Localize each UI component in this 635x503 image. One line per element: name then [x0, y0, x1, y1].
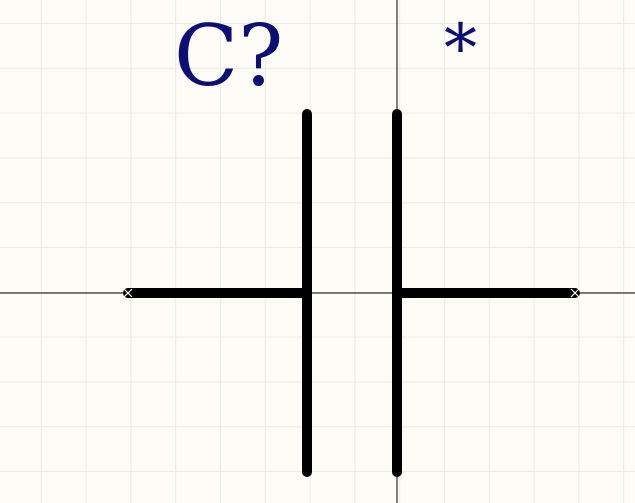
capacitor-symbol[interactable] [123, 109, 580, 477]
component-comment-label[interactable]: * [444, 10, 477, 87]
pin-2-hotspot[interactable] [570, 288, 580, 298]
component-designator-label[interactable]: C? [174, 7, 284, 105]
pin-1-hotspot[interactable] [123, 288, 133, 298]
